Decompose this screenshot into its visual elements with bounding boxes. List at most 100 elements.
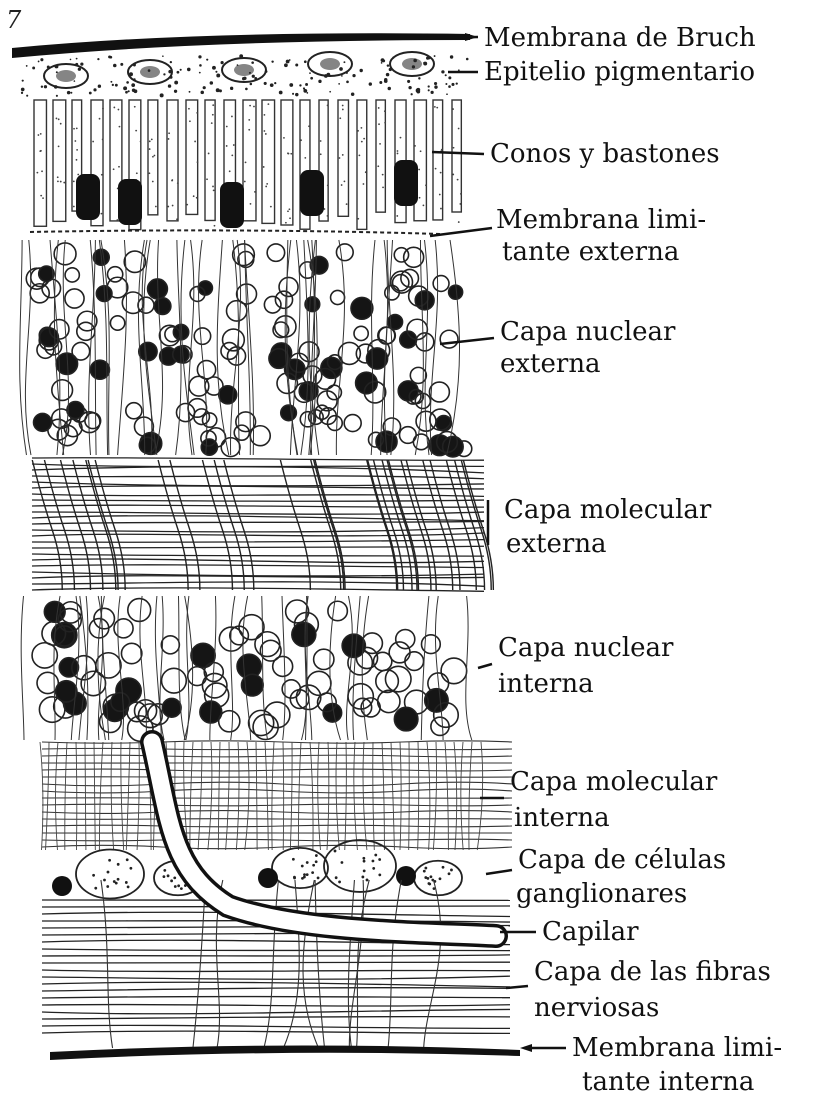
inner-nucleus	[273, 656, 293, 676]
nissl-granule	[108, 859, 111, 862]
pigment-granule	[70, 59, 72, 61]
nissl-granule	[107, 871, 110, 874]
pigment-granule	[411, 93, 413, 95]
cone-body	[394, 160, 418, 206]
outer-nucleus	[400, 427, 417, 444]
photoreceptor-stipple	[308, 125, 310, 127]
pigment-granule	[199, 64, 202, 67]
photoreceptor-stipple	[194, 141, 196, 143]
mesh-vertical	[445, 742, 448, 850]
pigment-granule	[434, 85, 437, 88]
pigment-granule	[445, 83, 447, 85]
outer-nucleus	[188, 399, 207, 418]
outer-nucleus	[344, 415, 361, 432]
label-text-line-1: Membrana limi-	[496, 205, 706, 235]
mesh-horizontal	[42, 755, 512, 757]
photoreceptor-stipple	[214, 225, 216, 227]
nissl-granule	[361, 876, 364, 879]
pigment-granule	[133, 78, 135, 80]
pigment-granule	[289, 83, 293, 87]
inner-nucleus	[292, 623, 316, 647]
outer-nucleus	[233, 244, 255, 266]
pigment-granule	[74, 80, 76, 82]
pigment-granule	[177, 71, 180, 74]
leader-line	[430, 228, 492, 236]
photoreceptor-stipple	[60, 123, 62, 125]
pigment-granule	[304, 60, 307, 63]
outer-nucleus	[327, 416, 342, 431]
inner-nucleus	[59, 658, 78, 677]
nissl-granule	[306, 861, 309, 864]
inner-nucleus	[394, 707, 418, 731]
label-text: Membrana de Bruch	[484, 23, 756, 53]
photoreceptor-stipple	[73, 180, 75, 182]
mesh-vertical	[55, 742, 58, 850]
nerve-fiber	[42, 988, 510, 991]
pigment-granule	[379, 81, 382, 84]
inner-nucleus	[96, 653, 121, 678]
pigment-granule	[251, 61, 254, 64]
pigment-granule	[212, 66, 216, 70]
photoreceptor-stipple	[186, 204, 188, 206]
photoreceptor-stipple	[101, 174, 103, 176]
label-text-line-1: Capa molecular	[510, 767, 718, 797]
mesh-vertical	[400, 742, 401, 850]
photoreceptor-stipple	[267, 103, 269, 105]
nissl-granule	[341, 861, 344, 864]
pigment-granule	[230, 87, 233, 90]
photoreceptor-stipple	[342, 154, 344, 156]
inner-fiber	[282, 596, 285, 740]
pigment-granule	[123, 86, 127, 90]
photoreceptor-stipple	[63, 182, 65, 184]
pigment-granule	[381, 62, 383, 64]
pigment-granule	[128, 90, 130, 92]
pigment-granule	[416, 88, 420, 92]
pigment-granule	[80, 62, 83, 65]
outer-nucleus	[67, 402, 84, 419]
inner-nucleus	[111, 693, 130, 712]
pigment-granule	[110, 81, 112, 83]
muller-fiber	[315, 880, 324, 1048]
nerve-fiber	[42, 970, 510, 971]
pigment-granule	[133, 63, 136, 66]
pigment-nucleus	[320, 58, 340, 70]
nissl-granule	[306, 873, 309, 876]
outer-nucleus	[354, 326, 368, 340]
photoreceptor-segment	[281, 100, 293, 225]
mesh-vertical	[76, 742, 77, 850]
photoreceptor-stipple	[384, 122, 386, 124]
photoreceptor-stipple	[248, 129, 250, 131]
label-capa-nuclear-externa: Capa nuclear externa	[440, 317, 676, 379]
pigment-granule	[22, 80, 24, 82]
photoreceptor-stipple	[320, 140, 322, 142]
outer-nucleus	[72, 342, 90, 360]
inner-nucleus	[219, 711, 240, 732]
photoreceptor-stipple	[213, 189, 215, 191]
nerve-fiber	[42, 997, 510, 998]
photoreceptor-stipple	[212, 104, 214, 106]
mesh-vertical	[111, 742, 114, 850]
pigment-granule	[324, 74, 328, 78]
photoreceptor-stipple	[378, 107, 380, 109]
photoreceptor-stipple	[92, 141, 94, 143]
nissl-granule	[126, 858, 129, 861]
nissl-granule	[117, 863, 120, 866]
photoreceptor-stipple	[197, 161, 199, 163]
pigment-granule	[170, 61, 172, 63]
outer-nucleus	[433, 276, 449, 292]
inner-nucleus	[441, 658, 467, 684]
cone-body	[220, 182, 244, 228]
pigment-granule	[55, 65, 59, 69]
photoreceptor-stipple	[102, 139, 104, 141]
pigment-granule	[129, 72, 133, 76]
nissl-granule	[180, 887, 183, 890]
photoreceptor-stipple	[263, 130, 265, 132]
photoreceptor-stipple	[382, 174, 384, 176]
mesh-vertical	[391, 742, 394, 850]
nissl-granule	[423, 870, 426, 873]
photoreceptor-stipple	[171, 180, 173, 182]
photoreceptor-stipple	[208, 153, 210, 155]
photoreceptor-stipple	[283, 137, 285, 139]
photoreceptor-stipple	[40, 150, 42, 152]
photoreceptor-stipple	[167, 206, 169, 208]
